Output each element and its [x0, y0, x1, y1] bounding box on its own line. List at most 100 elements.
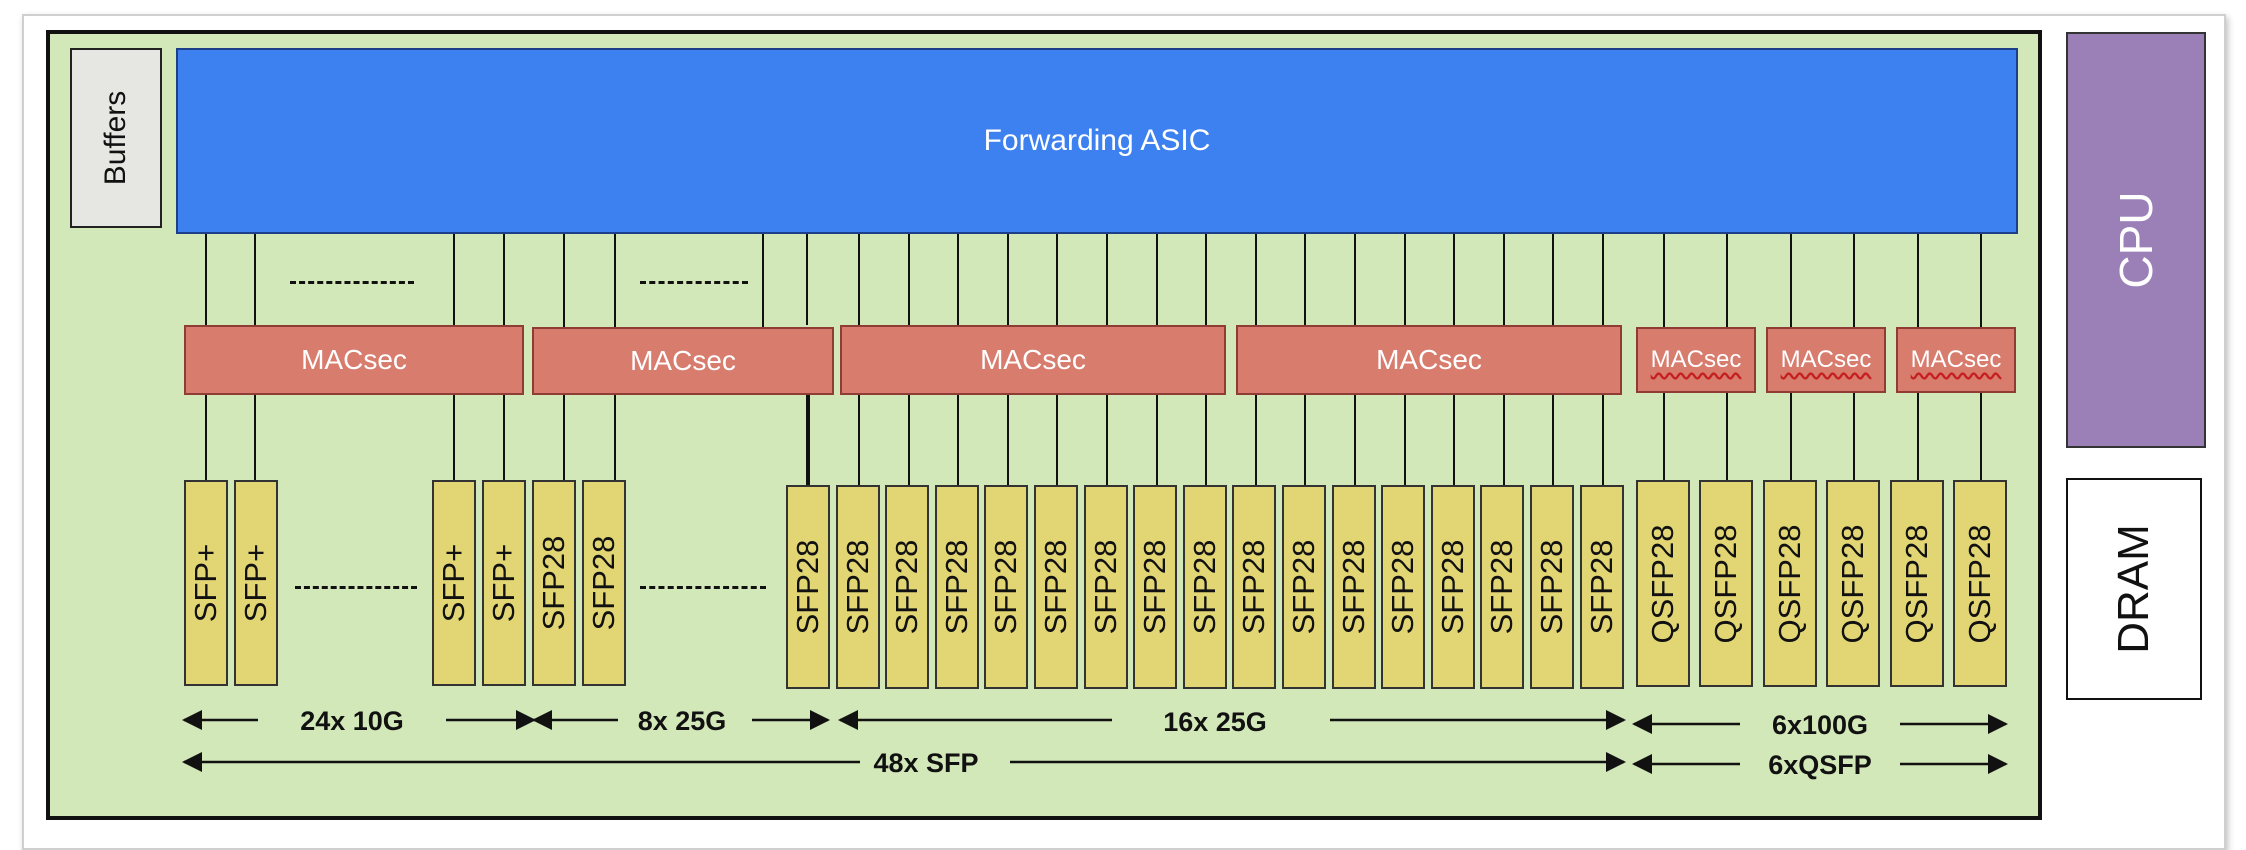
- bus-line-50: [1663, 393, 1665, 480]
- port-sfp28-11: SFP28: [984, 485, 1029, 689]
- bus-line-1: [205, 234, 207, 325]
- bus-line-34: [1254, 395, 1257, 485]
- port-sfp28-21: SFP28: [1480, 485, 1525, 689]
- bus-line-23: [1006, 234, 1009, 325]
- port-sfp-plus-4: SFP+: [482, 480, 526, 686]
- bus-line-9: [563, 234, 565, 327]
- port-sfp28-17: SFP28: [1282, 485, 1326, 689]
- port-sfp28-12: SFP28: [1034, 485, 1078, 689]
- bus-line-33: [1254, 234, 1257, 325]
- bus-line-37: [1354, 234, 1356, 325]
- port-sfp-plus-1: SFP+: [184, 480, 228, 686]
- bus-line-26: [1056, 395, 1059, 485]
- port-qsfp28-29: QSFP28: [1953, 480, 2007, 687]
- port-sfp28-15: SFP28: [1182, 485, 1227, 689]
- bus-line-4: [254, 395, 256, 480]
- port-qsfp28-25: QSFP28: [1699, 480, 1754, 687]
- port-sfp28-6: SFP28: [582, 480, 626, 686]
- bus-line-54: [1789, 393, 1792, 480]
- bus-line-55: [1853, 234, 1856, 327]
- bus-line-48: [1602, 395, 1604, 485]
- bus-line-47: [1602, 234, 1604, 325]
- bus-line-42: [1453, 395, 1456, 485]
- bus-line-49: [1663, 234, 1665, 327]
- port-sfp28-5: SFP28: [532, 480, 576, 686]
- bus-line-10: [563, 395, 565, 480]
- port-qsfp28-24: QSFP28: [1636, 480, 1690, 687]
- macsec-label: MACsec: [1780, 346, 1872, 373]
- bus-line-44: [1502, 395, 1505, 485]
- bus-line-31: [1205, 234, 1208, 325]
- ellipsis-top-1: [290, 281, 414, 284]
- bus-line-22: [957, 395, 960, 485]
- span-label-8x25g: 8x 25G: [637, 706, 727, 736]
- port-sfp28-7: SFP28: [786, 485, 830, 689]
- bus-line-35: [1304, 234, 1307, 325]
- cpu-block: CPU: [2066, 32, 2206, 448]
- bus-line-2: [205, 395, 207, 480]
- bus-line-45: [1552, 234, 1555, 325]
- bus-line-11: [614, 234, 616, 327]
- bus-line-59: [1980, 234, 1982, 327]
- bus-line-40: [1403, 395, 1406, 485]
- port-sfp-plus-3: SFP+: [432, 480, 476, 686]
- bus-line-39: [1403, 234, 1406, 325]
- macsec-block-2: MACsec: [532, 327, 834, 395]
- bus-line-51: [1726, 234, 1729, 327]
- ellipsis-ports-2: [640, 586, 766, 589]
- bus-line-5: [453, 234, 455, 325]
- bus-line-12: [614, 395, 616, 480]
- bus-line-43: [1502, 234, 1505, 325]
- bus-line-53: [1789, 234, 1792, 327]
- port-sfp28-16: SFP28: [1232, 485, 1277, 689]
- span-label-6x100g: 6x100G: [1771, 710, 1869, 740]
- span-label-48xsfp: 48x SFP: [873, 748, 979, 778]
- bus-line-16: [808, 395, 810, 485]
- port-sfp28-20: SFP28: [1430, 485, 1475, 689]
- port-sfp28-14: SFP28: [1133, 485, 1178, 689]
- asic-label: Forwarding ASIC: [983, 124, 1211, 157]
- bus-line-3: [254, 234, 256, 325]
- bus-line-41: [1453, 234, 1456, 325]
- bus-line-29: [1155, 234, 1158, 325]
- span-label-16x25g: 16x 25G: [1163, 707, 1267, 737]
- bus-line-7: [503, 234, 505, 325]
- bus-line-18: [858, 395, 860, 485]
- bus-line-38: [1354, 395, 1356, 485]
- span-label-6xqsfp: 6xQSFP: [1768, 750, 1872, 780]
- ellipsis-ports-1: [295, 586, 417, 589]
- port-sfp28-10: SFP28: [934, 485, 979, 689]
- macsec-block-1: MACsec: [184, 325, 524, 395]
- bus-line-21: [957, 234, 960, 325]
- port-qsfp28-26: QSFP28: [1762, 480, 1817, 687]
- macsec-block-3: MACsec: [840, 325, 1226, 395]
- macsec-block-5: MACsec: [1636, 327, 1756, 393]
- macsec-label: MACsec: [1910, 346, 2002, 373]
- bus-line-17: [858, 234, 860, 325]
- bus-line-20: [907, 395, 910, 485]
- port-qsfp28-27: QSFP28: [1826, 480, 1881, 687]
- bus-line-28: [1106, 395, 1108, 485]
- macsec-label: MACsec: [1376, 344, 1482, 375]
- macsec-block-7: MACsec: [1896, 327, 2016, 393]
- port-sfp28-18: SFP28: [1331, 485, 1376, 689]
- port-sfp28-9: SFP28: [885, 485, 930, 689]
- port-sfp28-22: SFP28: [1530, 485, 1574, 689]
- port-sfp28-23: SFP28: [1579, 485, 1624, 689]
- bus-line-30: [1155, 395, 1158, 485]
- bus-line-13: [762, 234, 764, 327]
- bus-line-6: [453, 395, 455, 480]
- macsec-block-6: MACsec: [1766, 327, 1886, 393]
- bus-line-46: [1552, 395, 1555, 485]
- dram-block: DRAM: [2066, 478, 2202, 700]
- bus-line-19: [907, 234, 910, 325]
- macsec-label: MACsec: [630, 345, 736, 376]
- bus-line-25: [1056, 234, 1059, 325]
- bus-line-8: [503, 395, 505, 480]
- port-sfp28-19: SFP28: [1381, 485, 1426, 689]
- bus-line-27: [1106, 234, 1108, 325]
- forwarding-asic: Forwarding ASIC: [176, 48, 2018, 234]
- bus-line-52: [1726, 393, 1729, 480]
